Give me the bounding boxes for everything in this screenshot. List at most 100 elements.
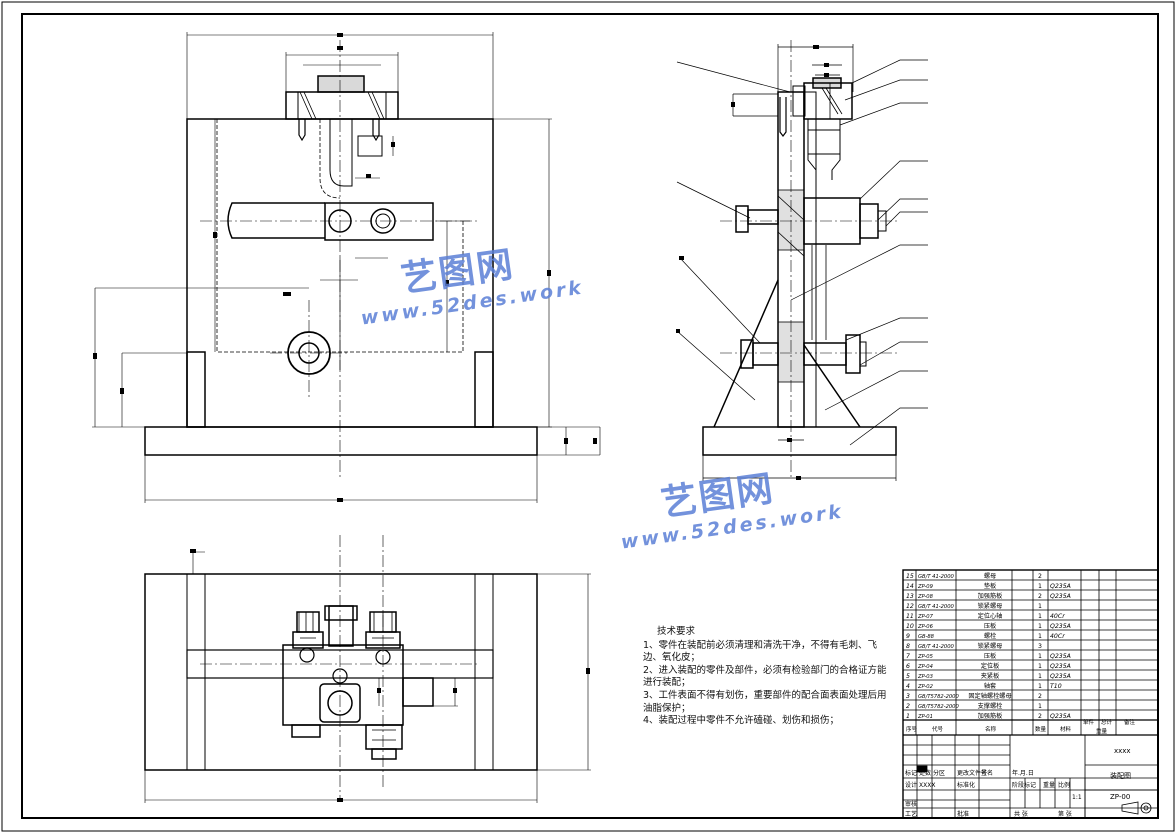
bom-cell-code: ZP-04 [917, 664, 933, 670]
bom-cell-material: T10 [1050, 683, 1062, 690]
tb-zone: 分区 [933, 769, 945, 777]
requirement-item: 2、进入装配的零件及部件，必须有检验部门的合格证方能进行装配； [643, 664, 887, 689]
bom-cell-no: 15 [906, 573, 914, 580]
bom-cell-name: 定位板 [981, 662, 1000, 670]
bom-cell-name: 支撑螺栓 [978, 702, 1003, 710]
tb-review: 审核 [905, 800, 917, 808]
bom-cell-name: 垫板 [984, 582, 996, 590]
bom-cell-no: 7 [906, 653, 910, 660]
bom-header-cell: 序号 [906, 725, 918, 733]
side-view-leaders [676, 44, 928, 481]
tb-stage-mark: 阶段标记 [1012, 781, 1036, 789]
bom-cell-name: 加强筋板 [978, 712, 1003, 720]
bom-cell-qty: 1 [1038, 613, 1042, 620]
bom-cell-name: 螺母 [984, 572, 996, 580]
bom-cell-code: ZP-03 [917, 674, 933, 680]
bom-cell-material: 40Cr [1050, 633, 1065, 640]
bom-cell-code: ZP-01 [917, 714, 933, 720]
bom-cell-no: 5 [906, 673, 910, 680]
bom-cell-name: 螺栓 [984, 632, 996, 640]
bom-cell-material: Q235A [1050, 713, 1071, 720]
bom-cell-name: 压板 [984, 652, 996, 660]
bom-cell-code: ZP-02 [917, 684, 933, 690]
bom-cell-name: 加强筋板 [978, 592, 1003, 600]
requirement-item: 4、装配过程中零件不允许磕碰、划伤和损伤； [643, 715, 840, 727]
bom-cell-code: GB/T5782-2000 [918, 694, 959, 700]
tb-scale: 1:1 [1072, 794, 1082, 801]
bom-cell-material: Q235A [1050, 663, 1071, 670]
bom-cell-qty: 2 [1038, 593, 1042, 600]
front-view [144, 40, 538, 480]
bom-cell-qty: 1 [1038, 653, 1042, 660]
bom-cell-qty: 1 [1038, 663, 1042, 670]
bom-cell-code: GB/T5782-2000 [918, 704, 959, 710]
bom-cell-no: 3 [906, 693, 910, 700]
title-block-text: 标记 处数 分区 更改文件号 签名 年.月.日 设计 XXXX 标准化 阶段标记… [905, 747, 1152, 818]
bom-cell-material: Q235A [1050, 653, 1071, 660]
inner-border [21, 13, 1159, 819]
tb-sheet-no: 第 张 [1058, 810, 1072, 818]
bom-cell-no: 12 [906, 603, 914, 610]
bom-cell-no: 13 [906, 593, 914, 600]
side-view [702, 40, 900, 480]
tb-scale-label: 比例 [1058, 781, 1070, 789]
bom-cell-no: 9 [906, 633, 910, 640]
bom-cell-code: GB/T 41-2000 [918, 644, 955, 650]
front-dim-marks [93, 33, 597, 502]
bom-cell-qty: 1 [1038, 683, 1042, 690]
bom-cell-name: 压板 [984, 622, 996, 630]
requirement-item: 3、工件表面不得有划伤，重要部件的配合面表面处理后用油脂保护； [643, 689, 887, 714]
tb-mark: 标记 [905, 769, 917, 777]
bom-cell-qty: 1 [1038, 623, 1042, 630]
bom-cell-qty: 1 [1038, 603, 1042, 610]
bom-cell-no: 14 [906, 583, 914, 590]
tb-change-doc: 更改文件号 [957, 769, 987, 777]
bom-cell-no: 6 [906, 663, 910, 670]
technical-requirements: 技术要求 1、零件在装配前必须清理和清洗干净，不得有毛刺、飞边、氧化皮； 2、进… [643, 626, 893, 728]
tb-company: xxxx [1114, 747, 1131, 755]
projection-symbol-icon [1121, 801, 1152, 815]
bom-header-cell: 代号 [932, 725, 944, 733]
title-block [903, 734, 1158, 818]
tb-sheets-total: 共 张 [1014, 810, 1028, 818]
bom-cell-name: 固定轴螺栓螺母 [968, 692, 1011, 700]
tb-date: 年.月.日 [1012, 769, 1034, 777]
bom-cell-qty: 1 [1038, 583, 1042, 590]
bom-cell-qty: 1 [1038, 703, 1042, 710]
bom-cell-name: 定位心轴 [978, 612, 1003, 620]
bom-cell-name: 夹紧板 [981, 672, 1000, 680]
tb-std: 标准化 [957, 781, 975, 789]
bom-header-weight: 重量 [1096, 727, 1108, 735]
bom-cell-code: GB/T 41-2000 [918, 604, 955, 610]
tb-weight: 重量 [1043, 781, 1055, 789]
bom-header-cell: 数量 [1035, 725, 1047, 733]
bom-cell-qty: 1 [1038, 673, 1042, 680]
bom-cell-code: ZP-06 [917, 624, 934, 630]
bom-cell-material: 40Cr [1050, 613, 1065, 620]
front-view-dimensions [92, 32, 601, 503]
requirement-item: 1、零件在装配前必须清理和清洗干净，不得有毛刺、飞边、氧化皮； [643, 639, 878, 664]
tb-design-name: XXXX [919, 782, 935, 789]
tb-drawing-no: ZP-00 [1110, 793, 1130, 801]
bom-cell-no: 1 [906, 713, 910, 720]
bom-header-cell: 总计 [1101, 718, 1113, 726]
bom-cell-code: ZP-07 [917, 614, 934, 620]
bom-table [902, 569, 1159, 819]
tb-count: 处数 [919, 769, 931, 777]
bom-cell-code: GB/T 41-2000 [918, 574, 955, 580]
bom-header-cell: 单件 [1083, 718, 1095, 726]
bom-cell-qty: 2 [1038, 573, 1042, 580]
bom-cell-code: GB-88 [918, 634, 935, 640]
bom-cell-material: Q235A [1050, 593, 1071, 600]
tb-drawing-name: 装配图 [1110, 771, 1131, 780]
bom-cell-code: ZP-08 [917, 594, 934, 600]
bom-cell-no: 2 [906, 703, 910, 710]
bom-header-cell: 备注 [1124, 718, 1136, 726]
bom-cell-code: ZP-05 [917, 654, 934, 660]
bom-cell-material: Q235A [1050, 583, 1071, 590]
bom-cell-qty: 3 [1038, 643, 1042, 650]
bom-cell-no: 11 [906, 613, 914, 620]
